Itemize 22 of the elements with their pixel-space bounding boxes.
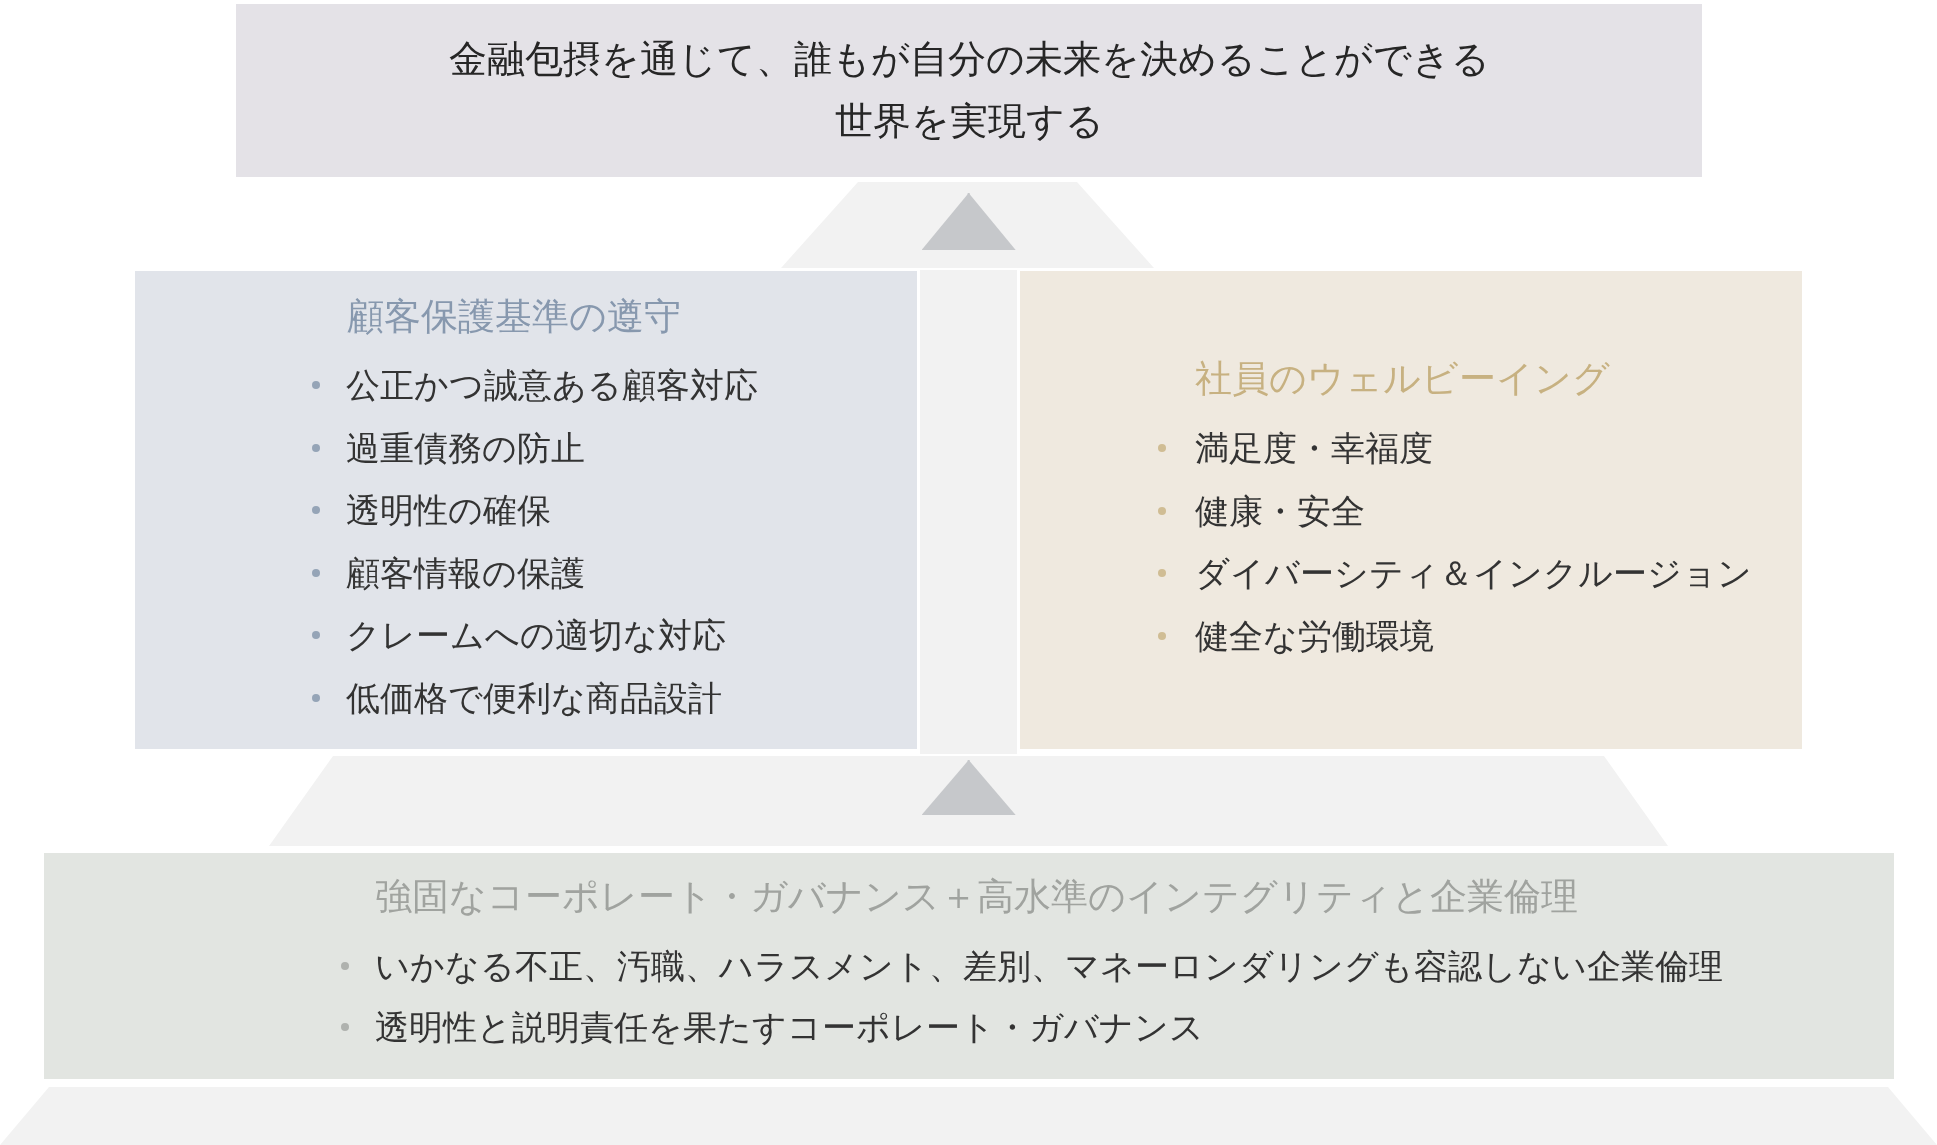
list-panel [132, 268, 920, 752]
list-item: 過重債務の防止 [346, 426, 585, 469]
list-item: ダイバーシティ＆インクルージョン [1195, 551, 1752, 595]
arrow [921, 759, 1016, 816]
list-item: いかなる不正、汚職、ハラスメント、差別、マネーロンダリングも容認しない企業倫理 [375, 944, 1723, 988]
banner-text: 金融包摂を通じて、誰もが自分の未来を決めることができる世界を実現する [448, 36, 1490, 145]
list-item: 公正かつ誠意ある顧客対応 [346, 363, 758, 407]
panel-heading: 強固なコーポレート・ガバナンス＋高水準のインテグリティと企業倫理 [375, 873, 1578, 920]
panel-heading: 社員のウェルビーイング [1195, 355, 1610, 402]
list-item: 透明性と説明責任を果たすコーポレート・ガバナンス [375, 1005, 1204, 1049]
panel-heading: 顧客保護基準の遵守 [347, 293, 681, 340]
footer-panel [41, 850, 1897, 1082]
list-panel [1017, 268, 1805, 752]
list-item: 低価格で便利な商品設計 [346, 676, 722, 720]
list-item: 健康・安全 [1195, 489, 1365, 532]
list-item: 顧客情報の保護 [346, 551, 585, 595]
list-item: 健全な労働環境 [1195, 614, 1434, 658]
list-item: 透明性の確保 [346, 488, 551, 532]
list-item: 満足度・幸福度 [1195, 426, 1433, 470]
list-item: クレームへの適切な対応 [346, 614, 726, 657]
banner-box [233, 1, 1705, 180]
arrow [921, 192, 1016, 251]
